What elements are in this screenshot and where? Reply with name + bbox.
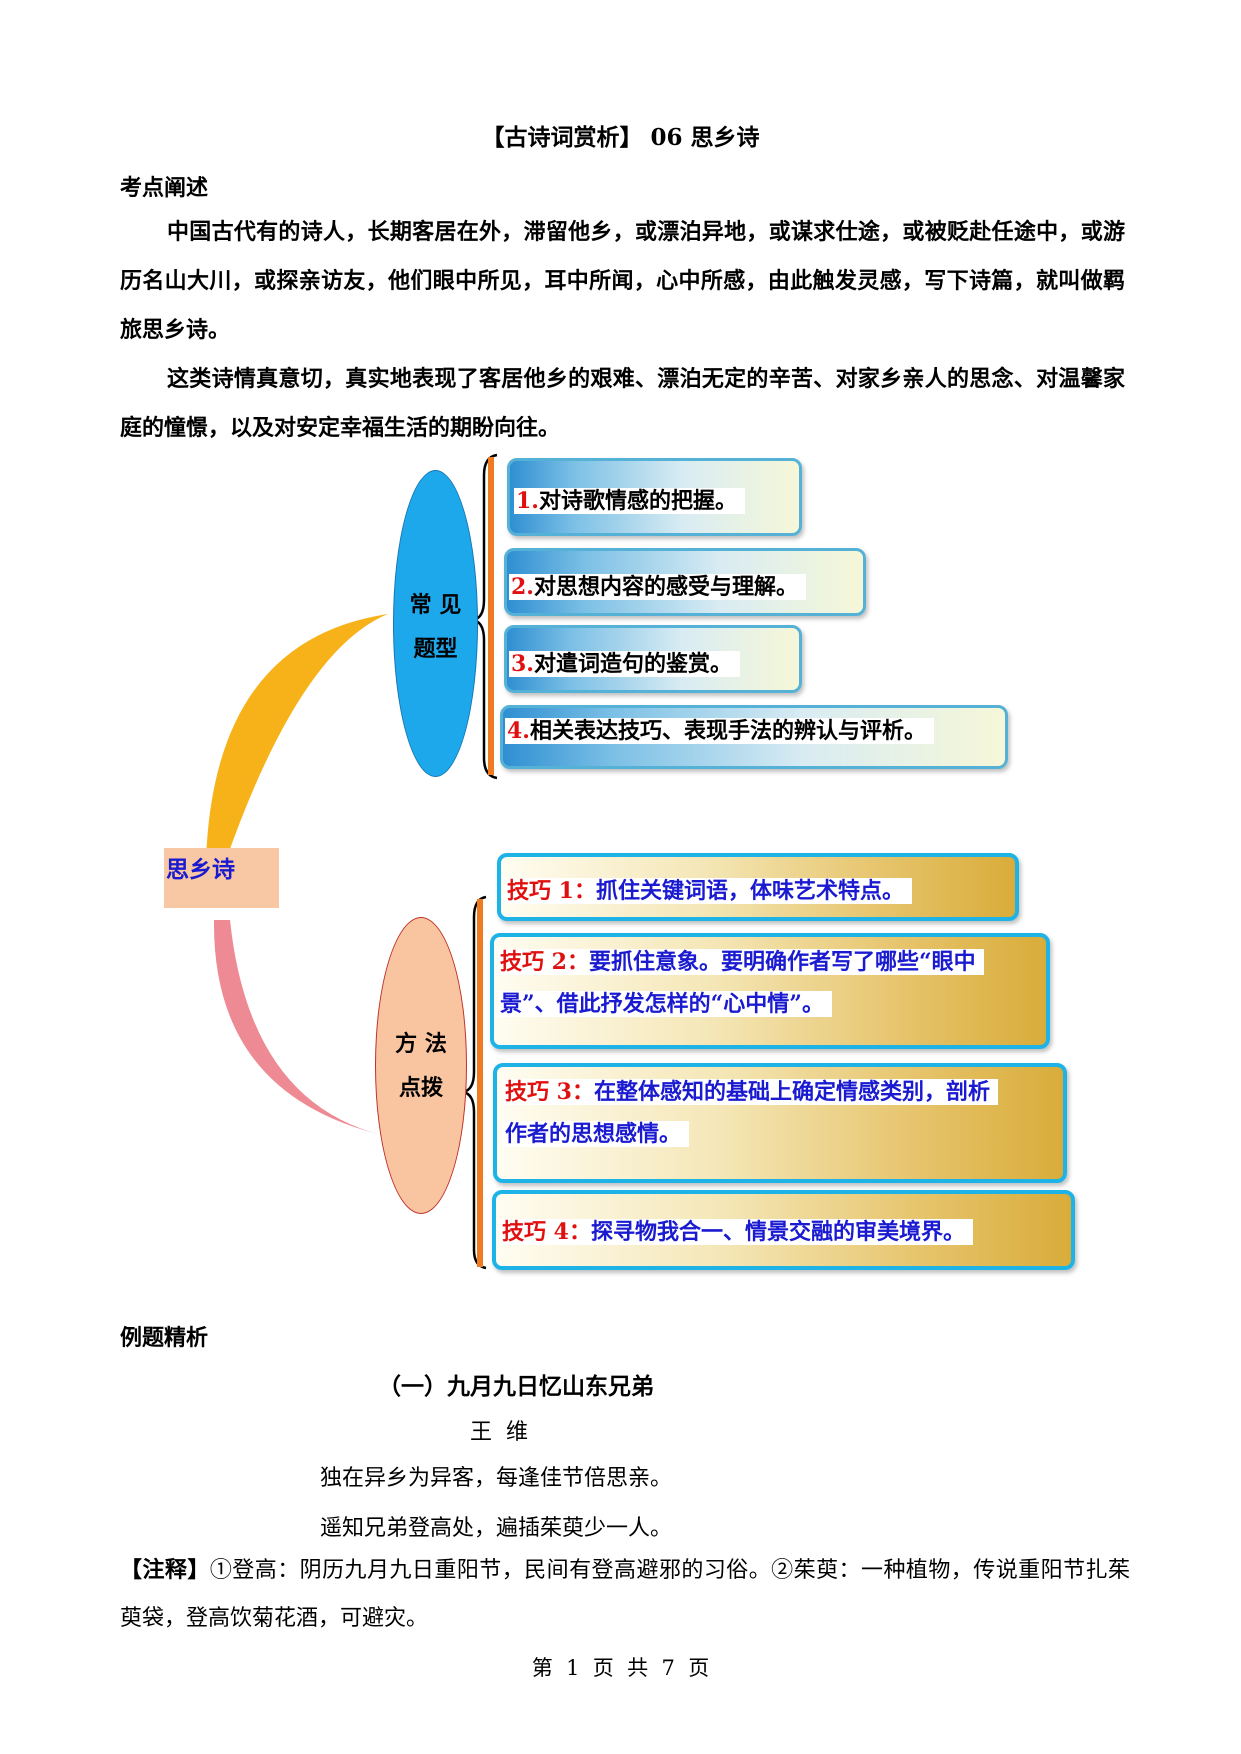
mindmap-root-label: 思乡诗 [166, 857, 235, 883]
method-tag: 技巧 2： [500, 949, 589, 975]
intro-paragraph-1: 中国古代有的诗人，长期客居在外，滞留他乡，或漂泊异地，或谋求仕途，或被贬赴任途中… [120, 219, 1125, 343]
question-type-box-1: 1.对诗歌情感的把握。 [507, 458, 802, 536]
method-text-line-2: 作者的思想感情。 [505, 1121, 682, 1147]
branch-methods-label-1: 方 法 [395, 1031, 447, 1057]
method-text-line-1: 要抓住意象。要明确作者写了哪些“眼中 [588, 949, 976, 975]
section-heading-kaodian: 考点阐述 [120, 175, 209, 201]
poem-title: （一）九月九日忆山东兄弟 [378, 1373, 654, 1400]
method-text-line-1: 探寻物我合一、情景交融的审美境界。 [590, 1219, 965, 1245]
method-box-3: 技巧 3：在整体感知的基础上确定情感类别，剖析 作者的思想感情。 [493, 1063, 1067, 1183]
connector-upper [206, 614, 388, 860]
page-title: 【古诗词赏析】 06 思乡诗 [481, 124, 760, 151]
section-heading-liti: 例题精析 [120, 1325, 209, 1351]
question-type-box-3: 3.对遣词造句的鉴赏。 [504, 625, 802, 693]
question-type-text: 对思想内容的感受与理解。 [533, 574, 798, 600]
question-type-num: 2. [511, 574, 534, 600]
connector-lower [213, 920, 395, 1138]
question-type-box-4: 4.相关表达技巧、表现手法的辨认与评析。 [500, 705, 1008, 769]
bracket-lower-bar [477, 899, 483, 1267]
method-tag: 技巧 4： [502, 1219, 591, 1245]
question-type-text: 对诗歌情感的把握。 [538, 488, 737, 514]
mindmap-root-box: 思乡诗 [164, 848, 279, 908]
branch-oval-methods: 方 法 点拨 [375, 917, 467, 1214]
question-type-num: 4. [507, 718, 530, 744]
question-type-text: 对遣词造句的鉴赏。 [533, 651, 732, 677]
note-label: 【注释】 [120, 1557, 210, 1583]
branch-methods-label-2: 点拨 [398, 1075, 443, 1101]
intro-paragraph-2: 这类诗情真意切，真实地表现了客居他乡的艰难、漂泊无定的辛苦、对家乡亲人的思念、对… [120, 366, 1125, 441]
branch-types-label-1: 常 见 [409, 592, 462, 618]
method-box-1: 技巧 1：抓住关键词语，体味艺术特点。 [497, 853, 1019, 921]
question-type-box-2: 2.对思想内容的感受与理解。 [504, 548, 866, 616]
poem-line-1: 独在异乡为异客，每逢佳节倍思亲。 [320, 1466, 673, 1491]
method-box-2: 技巧 2：要抓住意象。要明确作者写了哪些“眼中 景”、借此抒发怎样的“心中情”。 [490, 933, 1050, 1049]
method-box-4: 技巧 4：探寻物我合一、情景交融的审美境界。 [492, 1190, 1075, 1270]
method-text-line-1: 抓住关键词语，体味艺术特点。 [595, 878, 904, 904]
method-tag: 技巧 1： [507, 878, 596, 904]
poem-line-2: 遥知兄弟登高处，遍插茱萸少一人。 [320, 1516, 673, 1541]
question-type-num: 3. [511, 651, 534, 677]
question-type-num: 1. [516, 488, 539, 514]
poem-author: 王 维 [470, 1420, 528, 1445]
method-tag: 技巧 3： [505, 1079, 594, 1105]
branch-oval-types: 常 见 题型 [393, 470, 478, 777]
bracket-upper-bar [488, 457, 494, 775]
note-text: ①登高：阴历九月九日重阳节，民间有登高避邪的习俗。②茱萸：一种植物，传说重阳节扎… [120, 1558, 1130, 1631]
question-type-text: 相关表达技巧、表现手法的辨认与评析。 [529, 718, 926, 744]
page-footer: 第 1 页 共 7 页 [531, 1656, 710, 1680]
branch-types-label-2: 题型 [413, 636, 458, 662]
poem-notes: 【注释】①登高：阴历九月九日重阳节，民间有登高避邪的习俗。②茱萸：一种植物，传说… [120, 1546, 1130, 1643]
method-text-line-2: 景”、借此抒发怎样的“心中情”。 [500, 991, 824, 1017]
method-text-line-1: 在整体感知的基础上确定情感类别，剖析 [593, 1079, 990, 1105]
